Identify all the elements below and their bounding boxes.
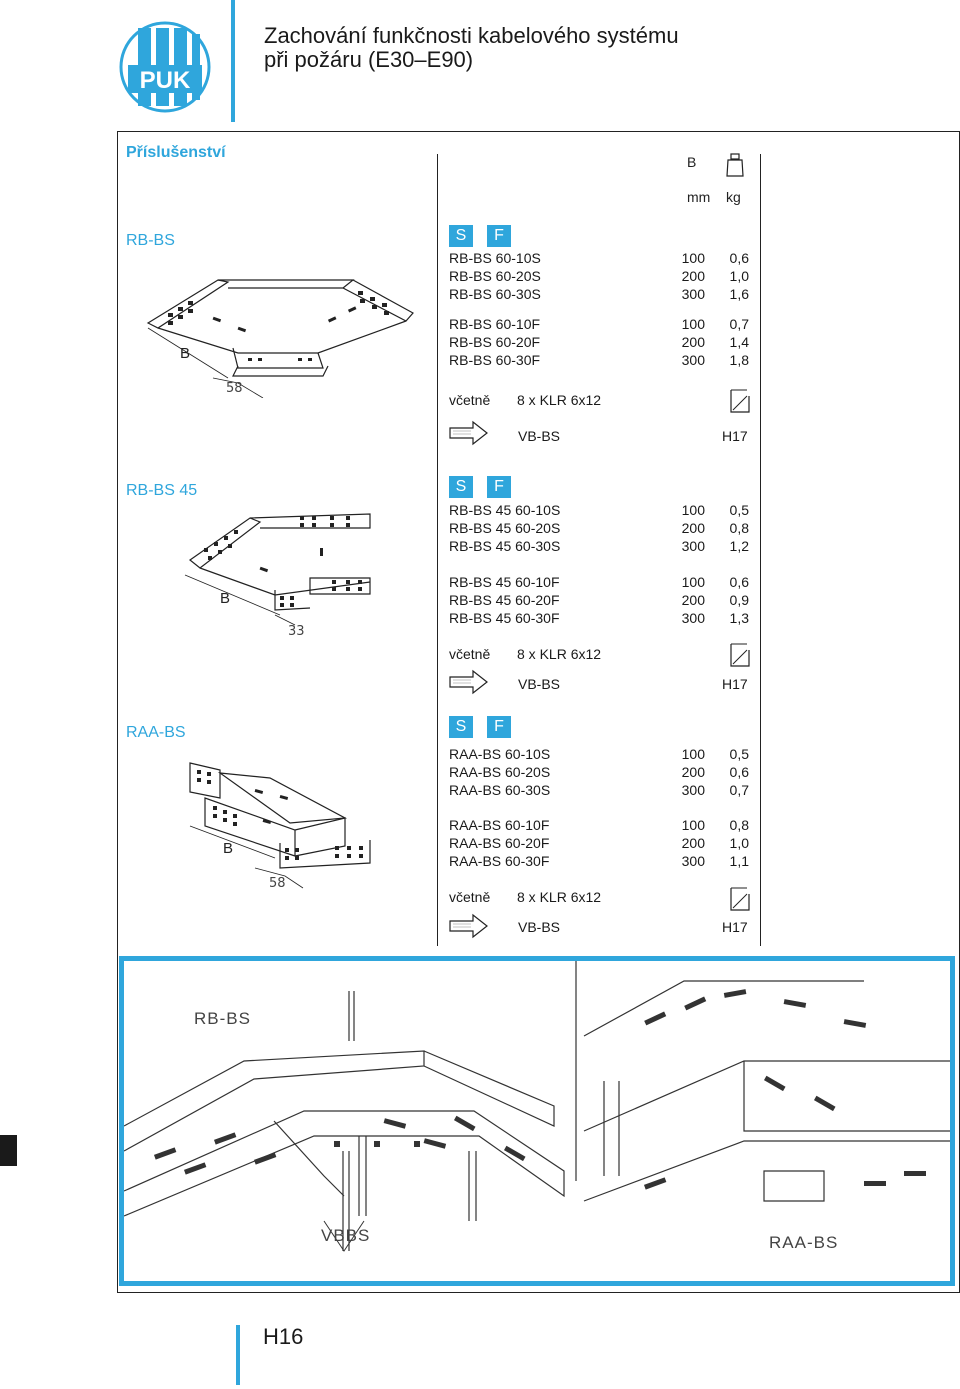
svg-text:58: 58 bbox=[226, 381, 243, 396]
svg-text:B: B bbox=[180, 345, 190, 362]
col-mm-header: mm bbox=[687, 189, 711, 205]
page-ref[interactable]: H17 bbox=[722, 919, 748, 935]
arrow-icon bbox=[449, 420, 488, 446]
col-b-header: B bbox=[687, 154, 697, 170]
label-rb-bs: RB-BS bbox=[194, 1009, 251, 1028]
f-badge: F bbox=[487, 716, 511, 738]
rb-bs-45-drawing: B 33 bbox=[184, 513, 371, 639]
svg-text:B: B bbox=[220, 590, 230, 607]
svg-text:B: B bbox=[223, 840, 233, 857]
reference-link[interactable]: VB-BS bbox=[518, 676, 561, 692]
s-badge: S bbox=[449, 225, 473, 247]
page-number: H16 bbox=[263, 1324, 304, 1349]
s-badge: S bbox=[449, 476, 473, 498]
page-ref[interactable]: H17 bbox=[722, 428, 748, 444]
reference-link[interactable]: VB-BS bbox=[518, 428, 561, 444]
table-divider-left bbox=[437, 154, 438, 946]
rb-bs-drawing: B 58 bbox=[146, 279, 414, 398]
category-rb-bs: RB-BS bbox=[126, 232, 175, 249]
raa-bs-drawing: B 58 bbox=[189, 762, 371, 891]
reference-link[interactable]: VB-BS bbox=[518, 919, 561, 935]
label-raa-bs: RAA-BS bbox=[769, 1233, 839, 1252]
installation-illustration: RB-BS VBBS RAA-BS bbox=[119, 956, 955, 1286]
category-rb-bs-45: RB-BS 45 bbox=[126, 482, 198, 499]
sf-badges-rb-bs: S F bbox=[449, 225, 515, 247]
arrow-icon bbox=[449, 913, 488, 939]
wall-fixing-icon bbox=[730, 887, 750, 911]
sf-badges-rb-bs-45: S F bbox=[449, 476, 515, 498]
page-ref[interactable]: H17 bbox=[722, 676, 748, 692]
footer-accent-bar bbox=[236, 1325, 240, 1385]
page-title: Zachování funkčnosti kabelového systému … bbox=[264, 23, 679, 72]
arrow-icon bbox=[449, 669, 488, 695]
label-vbbs: VBBS bbox=[321, 1226, 371, 1245]
wall-fixing-icon bbox=[730, 389, 750, 413]
section-heading: Příslušenství bbox=[126, 144, 226, 161]
header-accent-bar bbox=[231, 0, 235, 122]
s-badge: S bbox=[449, 716, 473, 738]
puk-logo: PUK bbox=[119, 21, 211, 113]
side-tab-marker bbox=[0, 1135, 17, 1166]
wall-fixing-icon bbox=[730, 643, 750, 667]
category-raa-bs: RAA-BS bbox=[126, 724, 186, 741]
f-badge: F bbox=[487, 225, 511, 247]
table-divider-right bbox=[760, 154, 761, 946]
col-kg-header: kg bbox=[726, 189, 741, 205]
svg-text:33: 33 bbox=[288, 624, 305, 639]
f-badge: F bbox=[487, 476, 511, 498]
svg-text:58: 58 bbox=[269, 876, 286, 891]
installation-drawing bbox=[124, 961, 950, 1252]
weight-icon bbox=[726, 153, 744, 177]
svg-text:PUK: PUK bbox=[140, 67, 191, 94]
sf-badges-raa-bs: S F bbox=[449, 716, 515, 738]
